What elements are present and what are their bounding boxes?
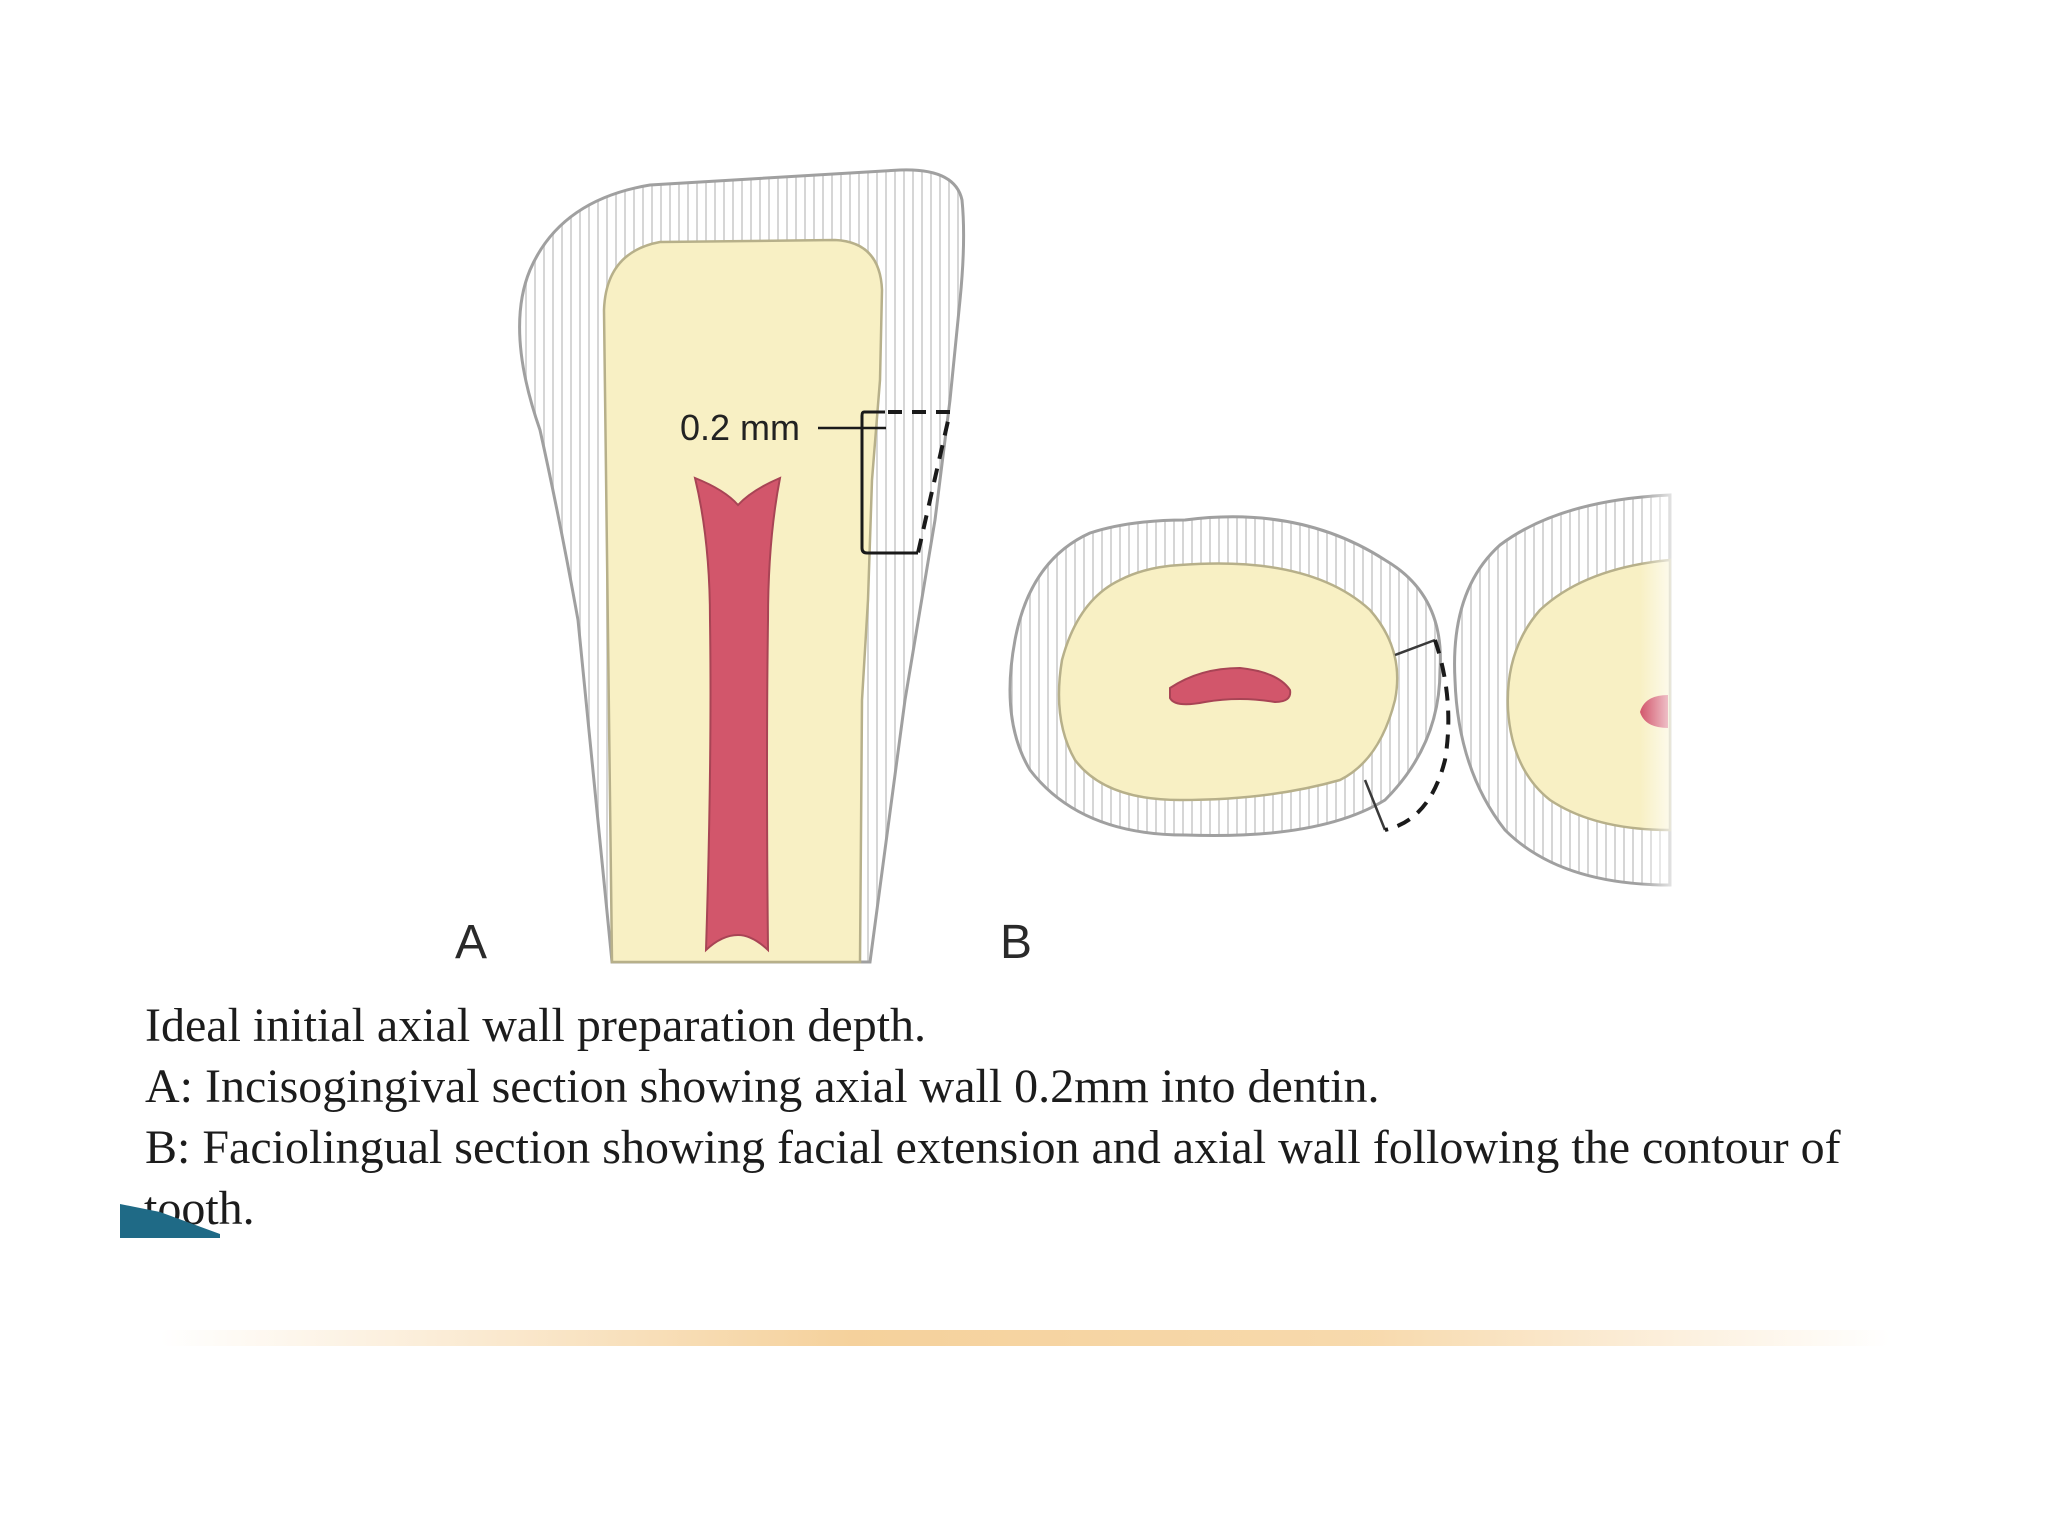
panel-b-preparation-dashed-wall [1384, 639, 1451, 832]
panel-b-left-pulp [1169, 666, 1292, 706]
panel-b-right-fade [1640, 480, 1685, 900]
caption-line-1: Ideal initial axial wall preparation dep… [145, 999, 927, 1052]
panel-a-pulp-canal [693, 476, 782, 953]
panel-b-faciolingual-section: B [1000, 480, 1685, 969]
panel-a-preparation-outline [860, 410, 918, 555]
panel-b-right-dentin [1506, 558, 1672, 832]
panel-b-label: B [1000, 916, 1032, 969]
bookmark-marker-icon [120, 1204, 220, 1238]
panel-a-incisogingival-section: 0.2 mm A [455, 168, 966, 969]
panel-a-preparation-dashed-wall [888, 410, 953, 554]
panel-b-preparation-outline [1363, 638, 1436, 831]
caption-line-4: tooth. [144, 1182, 255, 1235]
figure-caption: Ideal initial axial wall preparation dep… [144, 995, 1975, 1239]
caption-line-2: A: Incisogingival section showing axial … [145, 1060, 1380, 1113]
decorative-accent-rule [160, 1330, 1890, 1346]
panel-a-label: A [455, 916, 487, 969]
panel-a-measure-label: 0.2 mm [680, 407, 800, 448]
caption-line-3: B: Faciolingual section showing facial e… [145, 1121, 1841, 1174]
